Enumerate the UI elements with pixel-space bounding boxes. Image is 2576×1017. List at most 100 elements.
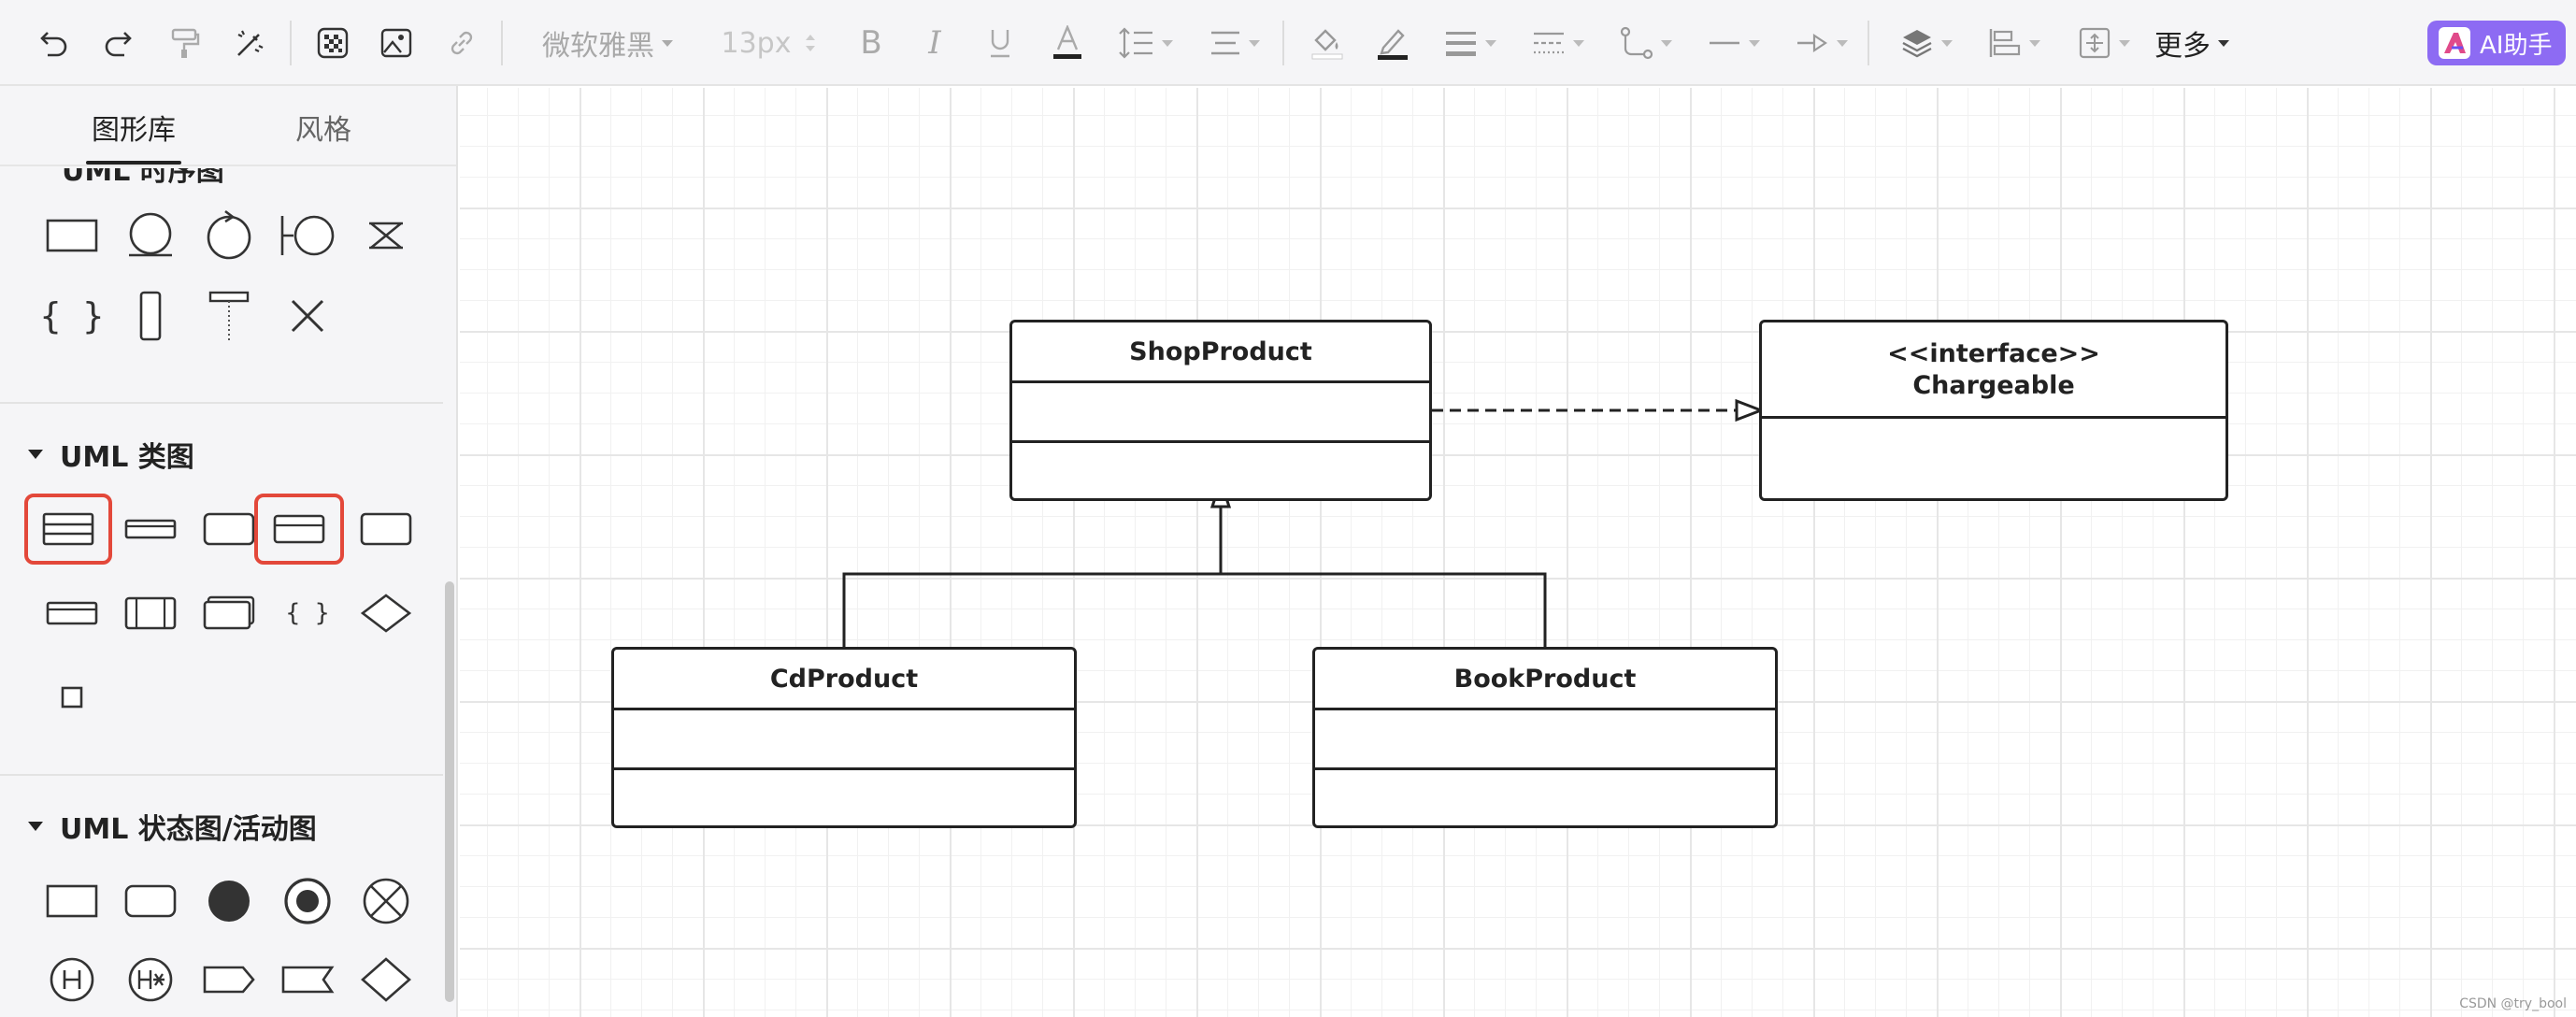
- lifeline-shape-icon: [208, 291, 250, 340]
- shape-port[interactable]: [32, 662, 112, 733]
- line-height-icon[interactable]: [1112, 17, 1178, 69]
- class-attributes: [614, 708, 1074, 710]
- class-shopproduct[interactable]: ShopProduct: [1009, 320, 1432, 501]
- shape-receive-signal[interactable]: [267, 944, 348, 1015]
- shape-interface[interactable]: [254, 494, 344, 565]
- class-name: Chargeable: [1912, 371, 2075, 400]
- shape-class-header[interactable]: [110, 494, 191, 565]
- final-state-icon: [284, 878, 331, 924]
- line-width-icon[interactable]: [1438, 17, 1503, 69]
- shape-rounded-rect[interactable]: [189, 494, 269, 565]
- frame-shape-icon: [124, 596, 177, 630]
- underline-icon[interactable]: [980, 17, 1021, 69]
- shape-state-rounded[interactable]: [110, 866, 191, 937]
- class-methods: [1315, 767, 1775, 770]
- line-type-icon[interactable]: [1701, 17, 1767, 69]
- stepper-icon: [806, 35, 816, 51]
- rectangle-shape-icon: [46, 219, 98, 252]
- diagram-canvas[interactable]: ShopProduct <<interface>> Chargeable CdP…: [460, 88, 2576, 1017]
- inheritance-connector[interactable]: [842, 476, 1547, 647]
- braces-shape-icon: { }: [39, 295, 105, 337]
- shape-constraint[interactable]: { }: [267, 578, 348, 649]
- font-family-select[interactable]: 微软雅黑: [533, 17, 682, 69]
- chevron-down-icon: [1661, 39, 1672, 47]
- shape-class-3-compartment[interactable]: [24, 494, 112, 565]
- watermark: CSDN @try_bool: [2459, 996, 2567, 1011]
- line-color-icon[interactable]: [1372, 17, 1413, 69]
- shape-destroy[interactable]: [267, 280, 348, 351]
- shape-state-rect[interactable]: [32, 866, 112, 937]
- chevron-down-icon: [2119, 39, 2130, 47]
- shape-component-frame[interactable]: [110, 578, 191, 649]
- shape-final-state[interactable]: [267, 866, 348, 937]
- chevron-down-icon: [662, 39, 673, 47]
- shape-send-signal[interactable]: [189, 944, 269, 1015]
- chevron-down-icon: [1485, 39, 1496, 47]
- ai-assistant-button[interactable]: AI助手: [2427, 21, 2566, 65]
- class-shape-icon: [42, 512, 94, 546]
- shape-braces[interactable]: { }: [32, 280, 112, 351]
- class-attributes: [1762, 416, 2225, 419]
- tab-shape-library[interactable]: 图形库: [86, 107, 181, 165]
- shape-entity[interactable]: [110, 200, 191, 271]
- size-icon[interactable]: [2071, 17, 2137, 69]
- class-methods: [614, 767, 1074, 770]
- realization-connector[interactable]: [1432, 398, 1766, 423]
- arrange-icon[interactable]: [1982, 17, 2047, 69]
- interface-chargeable[interactable]: <<interface>> Chargeable: [1759, 320, 2228, 501]
- undo-icon[interactable]: [34, 17, 75, 69]
- layer-icon[interactable]: [1894, 17, 1959, 69]
- shape-control[interactable]: [189, 200, 269, 271]
- tab-style[interactable]: 风格: [295, 114, 351, 147]
- rounded-rect-shape-icon: [124, 884, 177, 918]
- shape-class-line[interactable]: [32, 578, 112, 649]
- italic-icon[interactable]: I: [928, 24, 941, 62]
- diamond-shape-icon: [360, 594, 412, 633]
- shape-activation[interactable]: [110, 280, 191, 351]
- sidebar-scrollbar[interactable]: [445, 581, 454, 1002]
- shape-multi-object[interactable]: [189, 578, 269, 649]
- image-icon[interactable]: [376, 17, 417, 69]
- shape-history-state[interactable]: [32, 944, 112, 1015]
- rect-shape-icon: [360, 512, 412, 546]
- connector-icon[interactable]: [1613, 17, 1679, 69]
- shape-rectangle[interactable]: [32, 200, 112, 271]
- transparency-icon[interactable]: [312, 17, 353, 69]
- class-header: ShopProduct: [1012, 322, 1429, 382]
- clear-format-icon[interactable]: [230, 17, 271, 69]
- format-painter-icon[interactable]: [165, 17, 206, 69]
- class-cdproduct[interactable]: CdProduct: [611, 647, 1077, 828]
- shape-deep-history[interactable]: [110, 944, 191, 1015]
- section-uml-sequence-title[interactable]: UML 时序图: [62, 155, 224, 188]
- entity-shape-icon: [129, 212, 172, 257]
- arrow-icon[interactable]: [1789, 17, 1854, 69]
- link-icon[interactable]: [441, 17, 482, 69]
- class-header: <<interface>> Chargeable: [1762, 322, 2225, 418]
- font-size-stepper[interactable]: 13px: [718, 17, 821, 69]
- chevron-down-icon: [1249, 39, 1260, 47]
- section-uml-class[interactable]: UML 类图: [28, 434, 194, 475]
- more-label: 更多: [2154, 30, 2211, 63]
- line-style-icon[interactable]: [1525, 17, 1591, 69]
- section-uml-state-activity[interactable]: UML 状态图/活动图: [28, 806, 317, 847]
- shape-diamond[interactable]: [346, 578, 426, 649]
- font-color-icon[interactable]: [1047, 17, 1088, 69]
- shape-boundary[interactable]: [267, 200, 348, 271]
- bold-icon[interactable]: B: [860, 24, 882, 62]
- shape-decision[interactable]: [346, 944, 426, 1015]
- shape-rect[interactable]: [346, 494, 426, 565]
- flow-final-icon: [363, 878, 409, 924]
- shape-flow-final[interactable]: [346, 866, 426, 937]
- chevron-down-icon: [2029, 39, 2040, 47]
- redo-icon[interactable]: [97, 17, 138, 69]
- shape-destroy-frame[interactable]: [346, 200, 426, 271]
- class-bookproduct[interactable]: BookProduct: [1312, 647, 1778, 828]
- align-icon[interactable]: [1202, 17, 1267, 69]
- class-line-shape-icon: [46, 601, 98, 625]
- fill-color-icon[interactable]: [1307, 17, 1348, 69]
- shape-initial-state[interactable]: [189, 866, 269, 937]
- shape-lifeline[interactable]: [189, 280, 269, 351]
- more-button[interactable]: 更多: [2150, 17, 2234, 69]
- class-name: ShopProduct: [1129, 337, 1312, 366]
- connectors-layer: [842, 398, 1766, 647]
